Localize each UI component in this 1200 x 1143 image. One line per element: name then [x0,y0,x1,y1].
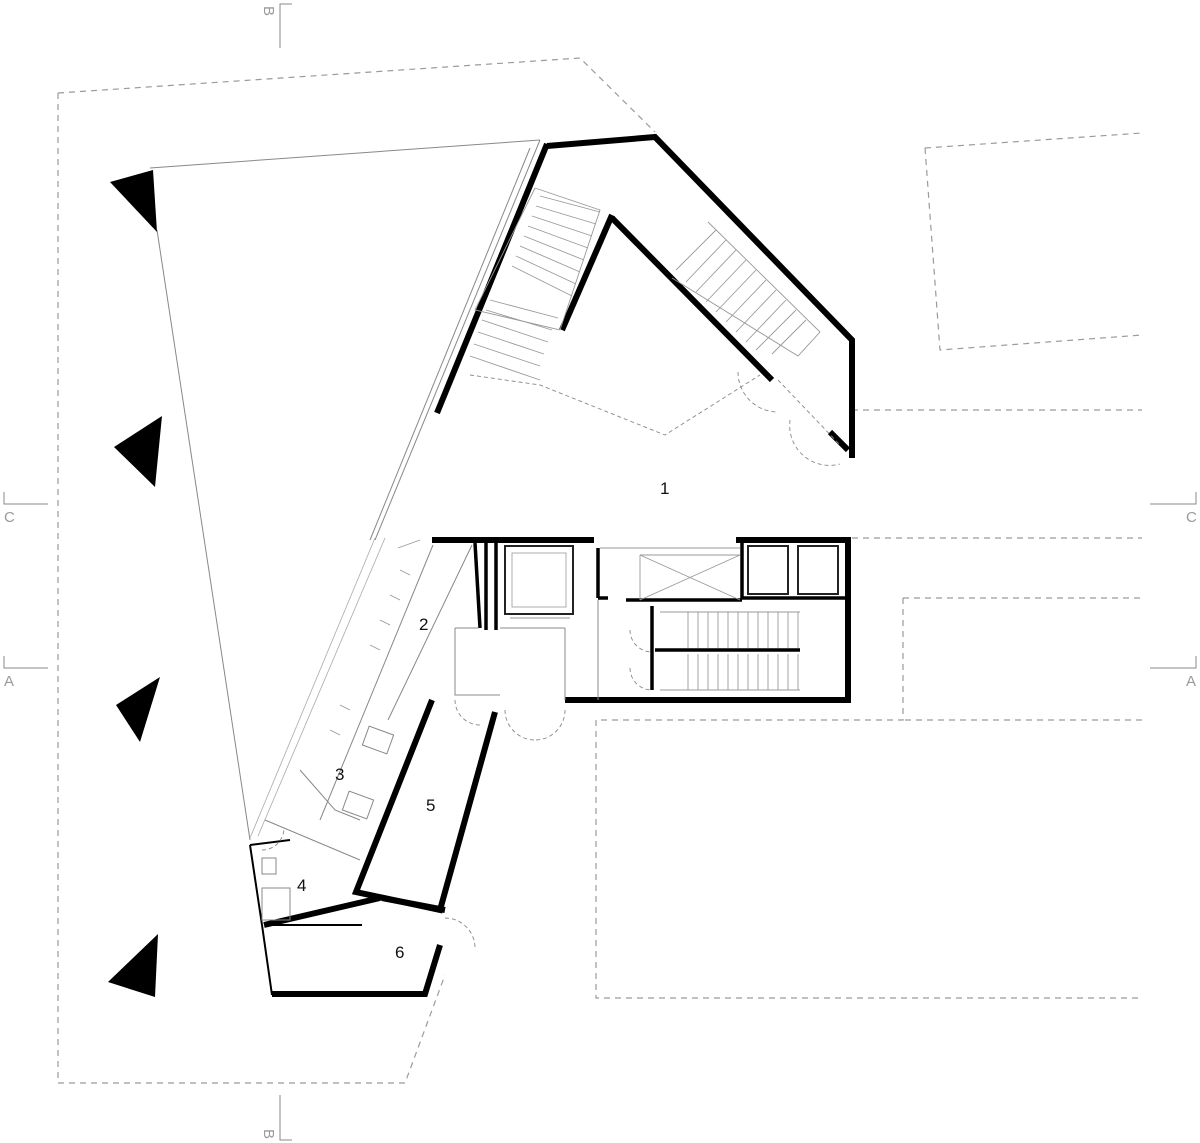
site-boundary [57,57,1143,1084]
section-b-bottom: B [260,1129,277,1139]
section-a-left: A [4,673,14,690]
fin-2 [114,416,162,487]
fin-1 [110,170,157,232]
room-label-6: 6 [395,943,404,962]
room-label-2: 2 [419,615,428,634]
service-core [397,539,839,741]
fin-3 [116,677,160,742]
section-c-left: C [4,509,15,526]
room-label-4: 4 [297,876,306,895]
fin-4 [108,934,158,997]
section-markers: B B C C A A [3,3,1197,1141]
room-labels: 1 2 3 4 5 6 [297,479,669,962]
exterior-walls [249,133,855,997]
room-label-5: 5 [426,796,435,815]
room-label-1: 1 [660,479,669,498]
facade-fins [108,170,162,997]
corridor [454,600,599,700]
upper-stairs [469,187,841,466]
terrace-outline [149,139,541,841]
section-c-right: C [1186,509,1197,526]
office-furniture [261,544,476,949]
section-a-right: A [1186,673,1196,690]
section-b-top: B [260,6,277,16]
room-label-3: 3 [335,765,344,784]
